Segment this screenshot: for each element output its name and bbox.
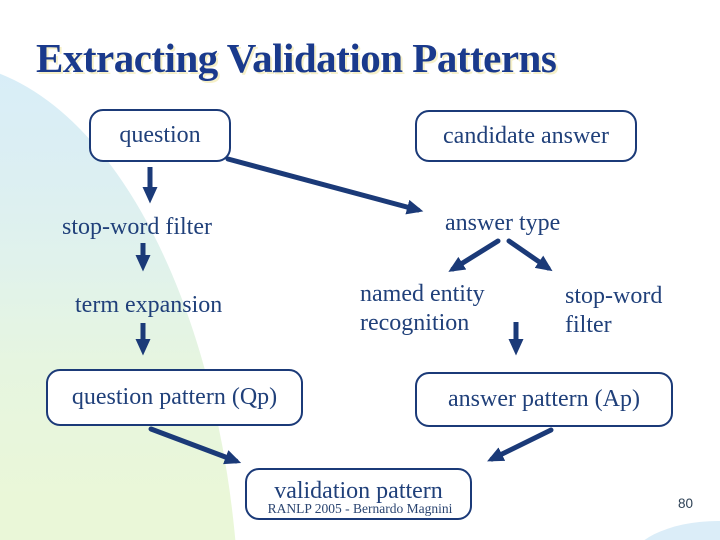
node-candidate-answer-label: candidate answer: [443, 122, 609, 149]
node-answer-pattern: answer pattern (Ap): [415, 372, 673, 427]
node-validation-pattern: validation pattern: [245, 468, 472, 520]
node-question-pattern: question pattern (Qp): [46, 369, 303, 426]
slide-title: Extracting Validation Patterns: [36, 35, 557, 81]
footer-credit: RANLP 2005 - Bernardo Magnini: [267, 501, 453, 516]
node-question-pattern-label: question pattern (Qp): [71, 384, 278, 410]
label-term-expansion: term expansion: [75, 292, 223, 318]
arrow-ap-to-validation: [487, 427, 554, 462]
label-stop-word-filter-left: stop-word filter: [62, 214, 212, 240]
label-stop-word-filter-right: stop-word filter: [565, 282, 662, 340]
label-named-entity-line1: named entity: [360, 281, 485, 307]
arrow-question-to-answertype: [225, 156, 424, 215]
label-stop-word-right-line2: filter: [565, 312, 612, 338]
node-question-label: question: [119, 122, 201, 148]
corner-arc-decoration: [628, 521, 720, 540]
node-candidate-answer: candidate answer: [415, 110, 637, 162]
label-named-entity-recognition: named entity recognition: [360, 280, 485, 338]
label-answer-type: answer type: [445, 210, 561, 236]
node-question: question: [89, 109, 231, 162]
page-number: 80: [678, 496, 694, 511]
node-answer-pattern-label: answer pattern (Ap): [448, 386, 640, 412]
arrow-answertype-to-stopword-right: [506, 238, 553, 272]
label-named-entity-line2: recognition: [360, 310, 470, 336]
arrow-answertype-to-ner: [448, 238, 501, 272]
label-stop-word-right-line1: stop-word: [565, 283, 663, 309]
node-validation-pattern-label: validation pattern: [274, 477, 443, 504]
